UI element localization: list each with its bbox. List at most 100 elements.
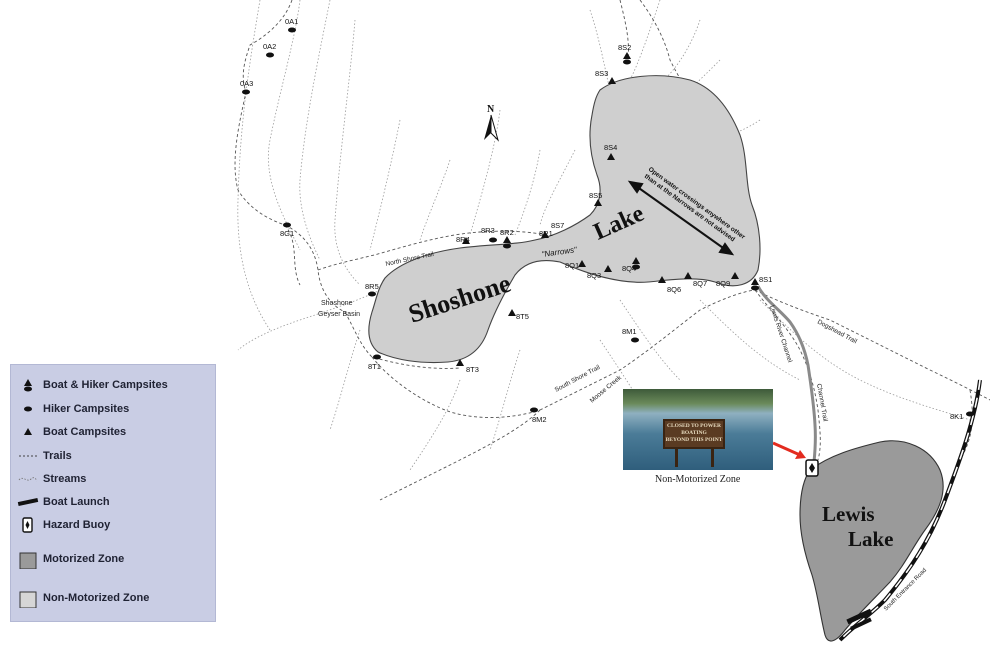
campsite-label: 8S5 <box>589 191 602 200</box>
campsite-label: 8Q1 <box>565 261 579 270</box>
north-arrow-icon <box>484 114 499 142</box>
campsite-label: 8S7 <box>551 221 564 230</box>
trails-icon <box>19 455 37 457</box>
campsite-label: 8R2 <box>500 228 514 237</box>
hiker-campsite-icon <box>24 406 32 412</box>
boat-launch-icon-2 <box>850 617 872 631</box>
campsite-label: 8R1 <box>539 229 553 238</box>
lewis-label: Lewis <box>822 502 875 526</box>
legend-boat: Boat Campsites <box>24 426 127 438</box>
photo-caption: Non-Motorized Zone <box>655 474 741 485</box>
campsite-label: 0A3 <box>240 79 253 88</box>
boat-campsite-icon <box>541 231 549 238</box>
boat-hiker-campsite-icon <box>632 257 640 270</box>
campsite-label: 8Q3 <box>587 271 601 280</box>
campsite-label: 8M2 <box>532 415 547 424</box>
boat-campsite-icon <box>594 199 602 206</box>
pointer-arrow <box>772 441 806 459</box>
boat-launch-icon <box>846 608 873 625</box>
closed-sign: CLOSED TO POWER BOATING BEYOND THIS POIN… <box>663 419 725 449</box>
hiker-campsite-icon <box>283 222 291 228</box>
streams-icon <box>18 477 38 482</box>
legend-hiker: Hiker Campsites <box>24 403 130 415</box>
hiker-campsite-icon <box>242 89 250 95</box>
dogshead-trail-label: Dogshead Trail <box>816 319 858 346</box>
sign-post <box>675 447 678 467</box>
shoshone-lake <box>368 75 761 364</box>
boat-campsite-icon <box>462 237 470 244</box>
campsite-label: 8T5 <box>516 312 529 321</box>
channel-trail-label: Channel Trail <box>815 383 829 422</box>
campsite-label: 8S3 <box>595 69 608 78</box>
lewis-lake-label: Lake <box>848 527 894 551</box>
hiker-campsite-icon <box>368 291 376 297</box>
boat-campsite-icon <box>607 153 615 160</box>
legend-label: Boat & Hiker Campsites <box>43 379 168 391</box>
campsite-label: 8Q7 <box>693 279 707 288</box>
campsite-label: 8Q4 <box>622 264 636 273</box>
boat-campsite-icon <box>658 276 666 283</box>
campsite-label: 8T3 <box>466 365 479 374</box>
south-shore-trail-label: South Shore Trail <box>554 364 602 394</box>
legend-trails: Trails <box>19 450 72 462</box>
legend-label: Boat Launch <box>43 496 110 508</box>
crossing-warning-arrow <box>627 180 735 256</box>
boat-hiker-campsite-icon <box>503 236 511 249</box>
hiker-campsite-icon <box>631 337 639 343</box>
moose-creek-label: Moose Creek <box>589 374 624 405</box>
boat-campsite-icon <box>456 359 464 366</box>
campsite-labels: 0A1 0A2 0A3 8S2 8S3 8S4 8S5 8S7 8R1 8R2 … <box>240 17 963 424</box>
map-legend: Boat & Hiker Campsites Hiker Campsites B… <box>10 364 216 622</box>
legend-streams: Streams <box>18 473 87 485</box>
hazard-buoy-icon <box>805 459 819 477</box>
lewis-lake <box>799 440 944 642</box>
legend-boat-launch: Boat Launch <box>17 496 110 508</box>
non-motorized-zone-swatch <box>19 591 37 608</box>
hiker-campsite-icon <box>530 407 538 413</box>
campsite-label: 8S1 <box>759 275 772 284</box>
campsite-label: 8M1 <box>622 327 637 336</box>
campsite-label: 8Q6 <box>667 285 681 294</box>
hazard-buoy-icon <box>22 517 33 533</box>
legend-non-motorized: Non-Motorized Zone <box>19 591 150 608</box>
legend-label: Non-Motorized Zone <box>43 592 150 604</box>
campsite-markers <box>242 27 974 417</box>
hiker-campsite-icon <box>966 411 974 417</box>
campsite-label: 8Q9 <box>716 279 730 288</box>
sign-line-3: BEYOND THIS POINT <box>665 437 723 443</box>
campsite-label: 0A1 <box>285 17 298 26</box>
campsite-label: 8G1 <box>280 229 294 238</box>
legend-label: Boat Campsites <box>43 426 127 438</box>
no-motor-sign-photo: CLOSED TO POWER BOATING BEYOND THIS POIN… <box>623 389 773 470</box>
legend-label: Streams <box>43 473 87 485</box>
motorized-zone-swatch <box>19 552 37 569</box>
hiker-campsite-icon <box>288 27 296 33</box>
boat-campsite-icon <box>578 260 586 267</box>
boat-hiker-campsite-icon <box>751 278 759 291</box>
campsite-label: 8R3 <box>481 226 495 235</box>
hiker-campsite-icon <box>266 52 274 58</box>
campsite-label: 8R4 <box>456 235 470 244</box>
legend-hazard-buoy: Hazard Buoy <box>22 517 111 533</box>
sign-post <box>711 447 714 467</box>
campsite-label: 8T1 <box>368 362 381 371</box>
legend-label: Hazard Buoy <box>43 519 111 531</box>
boat-campsite-icon <box>731 272 739 279</box>
boat-campsite-icon <box>608 77 616 84</box>
sign-line-1: CLOSED TO POWER <box>667 423 721 429</box>
sign-line-2: BOATING <box>681 430 707 436</box>
hiker-campsite-icon <box>373 354 381 360</box>
boat-hiker-campsite-icon <box>24 379 32 392</box>
boat-launch-icon <box>17 497 39 507</box>
campsite-label: 8S4 <box>604 143 617 152</box>
campsite-label: 0A2 <box>263 42 276 51</box>
hiker-campsite-icon <box>489 237 497 243</box>
boat-campsite-icon <box>24 428 32 435</box>
campsite-label: 8R5 <box>365 282 379 291</box>
legend-label: Trails <box>43 450 72 462</box>
legend-boat-hiker: Boat & Hiker Campsites <box>24 379 168 392</box>
boat-campsite-icon <box>604 265 612 272</box>
north-label: N <box>487 104 495 115</box>
legend-label: Hiker Campsites <box>43 403 130 415</box>
